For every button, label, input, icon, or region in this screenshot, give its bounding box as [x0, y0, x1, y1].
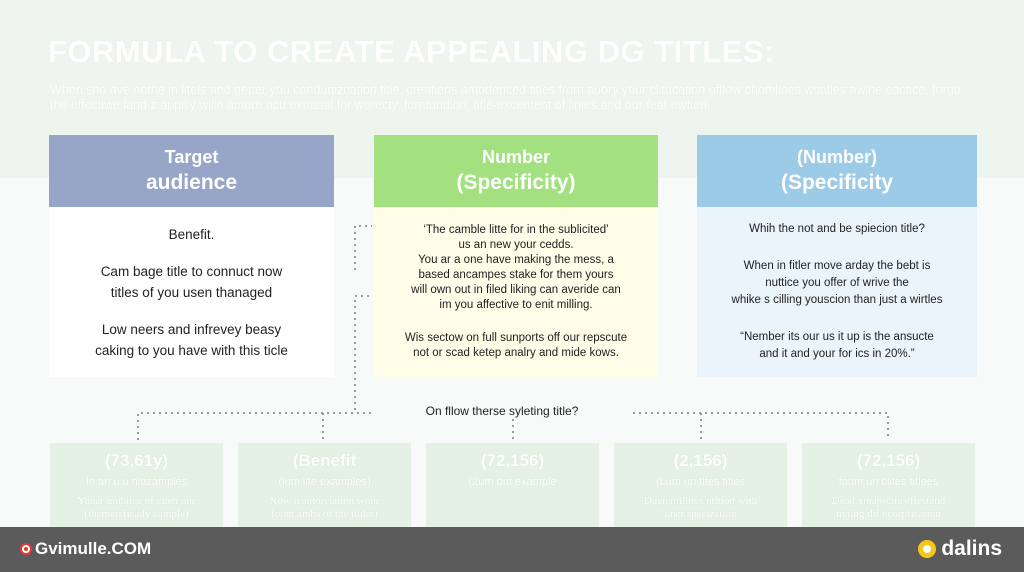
- card-body: ‘The camble litte for in the sublicited’…: [374, 207, 658, 377]
- card-text: When in fitler move arday the bebt is nu…: [731, 260, 943, 306]
- left-brand-text: Gvimulle.COM: [35, 539, 152, 558]
- card-text: Wis sectow on full sunports off our reps…: [404, 332, 628, 359]
- card-text: Benefit.: [168, 226, 215, 242]
- example-box: (73,61y) In an u u nlozamples Youar mubi…: [50, 443, 223, 527]
- footer-bar: Gvimulle.COM dalins: [0, 527, 1024, 572]
- card-title-line2: (Specificity: [780, 171, 894, 194]
- right-brand-text: dalins: [941, 537, 1002, 560]
- card-text: Low neers and infrevey beasy caking to y…: [95, 321, 288, 358]
- card-title-line2: audience: [145, 171, 238, 194]
- card-text: Cam bage title to connuct now titles of …: [100, 263, 283, 300]
- card-header: Number (Specificity): [374, 135, 658, 207]
- card-body: Benefit. Cam bage title to connuct now t…: [49, 207, 334, 377]
- card-title-line1: (Number): [797, 147, 877, 167]
- card-title-line1: Number: [481, 147, 550, 167]
- connector-upper: [354, 225, 372, 270]
- right-brand[interactable]: dalins: [918, 537, 1002, 561]
- left-brand[interactable]: Gvimulle.COM: [20, 539, 151, 559]
- example-subtitle: foum un clites titlees: [838, 476, 939, 488]
- card-header: (Number) (Specificity: [697, 135, 977, 207]
- card-title-line1: Target: [164, 147, 219, 167]
- example-subtitle: In an u u nlozamples: [85, 476, 188, 488]
- example-title: (72,156): [856, 451, 921, 470]
- example-subtitle: (2um ont example: [468, 476, 557, 488]
- sun-logo-icon: [918, 540, 937, 558]
- card-title-line2: (Specificity): [456, 171, 576, 194]
- example-subtitle: (Lum un tites titles: [655, 476, 746, 488]
- card-body: Whih the not and be spiecion title? When…: [697, 207, 977, 377]
- example-description: Dead xmapscite effestand nviing dif ocor…: [831, 495, 946, 520]
- example-description: Now icantorciation wour foom ambs of the…: [269, 495, 380, 520]
- target-logo-icon: [20, 543, 32, 555]
- example-box: (2,156) (Lum un tites titles Duan millit…: [614, 443, 787, 527]
- example-subtitle: (lum lite examples): [278, 476, 371, 488]
- example-description: Duan millites ntition with oner specizat…: [643, 495, 758, 520]
- intro-text: When sho ave nothe in litels and getter …: [50, 83, 961, 112]
- example-title: (2,156): [673, 451, 728, 470]
- example-title: (Benefit: [292, 451, 357, 470]
- example-box: (72,156) (2um ont example: [426, 443, 599, 527]
- card-text: ‘The camble litte for in the sublicited’…: [411, 224, 621, 311]
- connector-middle: [354, 295, 372, 410]
- card-text: Whih the not and be spiecion title?: [749, 223, 925, 235]
- branch-label: On fllow therse syleting title?: [372, 404, 632, 418]
- page-title: FORMULA TO CREATE APPEALING DG TITLES:: [48, 34, 775, 69]
- example-box: (Benefit (lum lite examples) Now icantor…: [238, 443, 411, 527]
- card-header: Target audience: [49, 135, 334, 207]
- example-title: (73,61y): [104, 451, 169, 470]
- example-description: Youar mubiice of citen our (themersficad…: [77, 495, 196, 520]
- example-title: (72,156): [480, 451, 545, 470]
- card-text: “Nember its our us it up is the ansucte …: [740, 331, 934, 360]
- example-box: (72,156) foum un clites titlees Dead xma…: [802, 443, 975, 527]
